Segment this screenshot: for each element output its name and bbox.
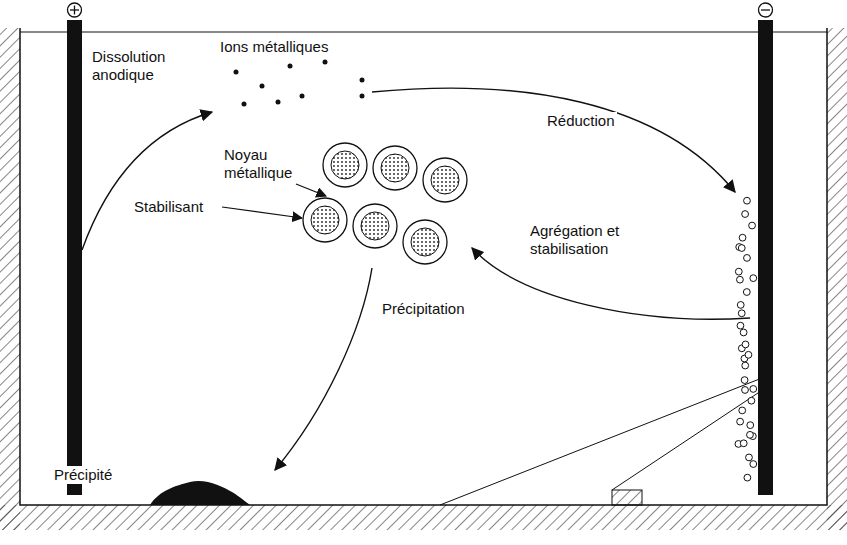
process-label: Réduction [545,112,617,130]
anode [67,20,82,495]
tank-wall [827,28,847,530]
precipitate [150,481,250,505]
plus-terminal [68,3,82,17]
minus-terminal [759,3,773,17]
tank-wall [0,28,20,530]
liquid-surface [20,31,827,32]
process-arrows [82,88,750,470]
process-label: Dissolution anodique [90,48,194,84]
tank-outline [20,28,827,505]
support-block [612,490,642,505]
part-label: Noyau métallique [222,146,304,182]
reduced-atoms [735,197,757,481]
zoom-line [612,385,770,490]
leader-lines [222,184,326,218]
process-label: Précipitation [380,300,467,318]
part-label: Précipité [52,466,114,484]
stabilised-particles [303,143,467,264]
species-label: Ions métalliques [218,38,330,56]
cathode [758,20,773,495]
metal-ions [234,60,365,107]
part-label: Stabilisant [132,198,205,216]
process-label: Agrégation et stabilisation [528,222,644,258]
tank-floor [0,505,847,530]
zoom-line [440,378,762,505]
